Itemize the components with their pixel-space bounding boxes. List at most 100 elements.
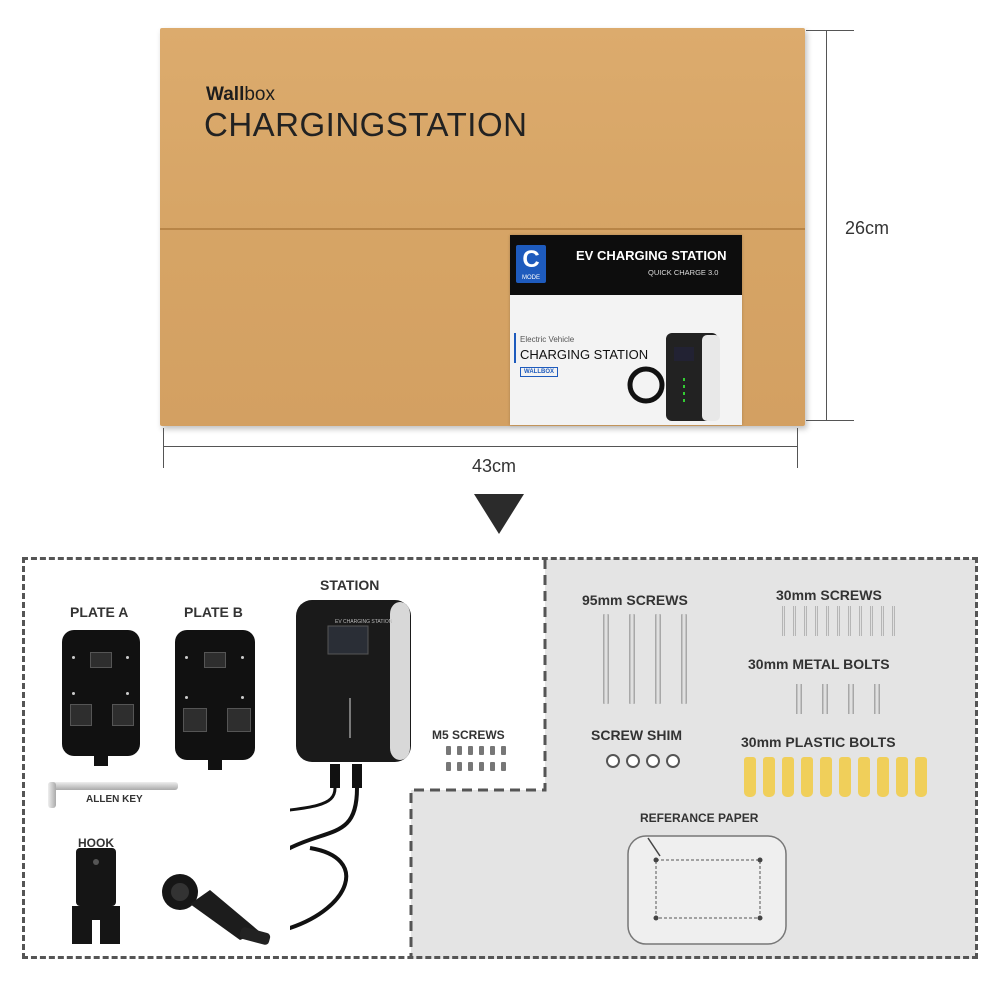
plastic-bolt bbox=[858, 757, 870, 797]
metal-bolt bbox=[874, 684, 880, 714]
shim-washer bbox=[606, 754, 620, 768]
plate-screw-dot bbox=[72, 656, 75, 659]
screw-95mm bbox=[629, 614, 635, 704]
m5-screw bbox=[457, 762, 462, 771]
m5-screw bbox=[457, 746, 462, 755]
plate-screw-dot bbox=[185, 656, 188, 659]
height-dim-tick-top bbox=[806, 30, 854, 31]
height-label: 26cm bbox=[845, 218, 890, 238]
width-label: 43cm bbox=[472, 456, 517, 476]
plate-screw-dot bbox=[72, 692, 75, 695]
m5-screw bbox=[468, 746, 473, 755]
plastic-bolt bbox=[744, 757, 756, 797]
metal-bolt bbox=[822, 684, 828, 714]
plastic-bolt bbox=[877, 757, 889, 797]
screw-30mm bbox=[815, 606, 818, 636]
height-dim-tick-bottom bbox=[806, 420, 854, 421]
station-screen-caption: EV CHARGING STATION bbox=[335, 619, 393, 625]
label-subtitle: QUICK CHARGE 3.0 bbox=[648, 268, 719, 277]
plate-screw-dot bbox=[126, 656, 129, 659]
plate-hole bbox=[90, 652, 112, 668]
plastic-bolts-group bbox=[744, 757, 940, 799]
m5-screw bbox=[468, 762, 473, 771]
charging-plug-image bbox=[162, 874, 271, 945]
screws-30-label: 30mm SCREWS bbox=[776, 587, 882, 603]
plate-a-tab bbox=[94, 740, 108, 766]
station-label: STATION bbox=[320, 577, 380, 593]
m5-screw bbox=[490, 762, 495, 771]
plate-screw-dot bbox=[185, 696, 188, 699]
screw-30mm bbox=[859, 606, 862, 636]
width-dim-line bbox=[163, 446, 797, 447]
height-dim-line bbox=[826, 30, 827, 420]
hook-image bbox=[72, 848, 120, 944]
plate-b-label: PLATE B bbox=[184, 604, 243, 620]
screw-30mm bbox=[826, 606, 829, 636]
screw-30mm bbox=[782, 606, 785, 636]
plate-screw-dot bbox=[126, 692, 129, 695]
m5-screws-group bbox=[444, 746, 514, 780]
plate-hole bbox=[112, 704, 134, 726]
screw-95mm bbox=[655, 614, 661, 704]
m5-screws-label: M5 SCREWS bbox=[432, 728, 505, 742]
m5-screw bbox=[501, 746, 506, 755]
screw-95mm bbox=[681, 614, 687, 704]
reference-paper-label: REFERANCE PAPER bbox=[640, 811, 759, 825]
screws-30-group bbox=[782, 606, 902, 638]
screw-30mm bbox=[837, 606, 840, 636]
plate-screw-dot bbox=[241, 656, 244, 659]
label-product-name: CHARGING STATION bbox=[520, 347, 649, 362]
shim-washer bbox=[646, 754, 660, 768]
screw-30mm bbox=[848, 606, 851, 636]
m5-screw bbox=[446, 762, 451, 771]
label-charger-image bbox=[627, 333, 720, 421]
m5-screw bbox=[501, 762, 506, 771]
plate-b bbox=[175, 630, 255, 760]
charging-station-image bbox=[290, 600, 411, 931]
m5-screw bbox=[479, 762, 484, 771]
plate-a bbox=[62, 630, 140, 756]
metal-bolt bbox=[848, 684, 854, 714]
label-accent-bar bbox=[514, 333, 516, 363]
width-dim-tick-right bbox=[797, 428, 798, 468]
hook-label: HOOK bbox=[78, 836, 114, 850]
allen-key-short bbox=[48, 782, 56, 808]
screw-30mm bbox=[881, 606, 884, 636]
allen-key-long bbox=[48, 782, 178, 790]
box-flap-seam bbox=[160, 228, 805, 230]
screw-30mm bbox=[870, 606, 873, 636]
plate-hole bbox=[227, 708, 251, 732]
plate-b-tab bbox=[208, 744, 222, 770]
shim-washer bbox=[666, 754, 680, 768]
screw-30mm bbox=[892, 606, 895, 636]
screw-30mm bbox=[793, 606, 796, 636]
metal-bolts-label: 30mm METAL BOLTS bbox=[748, 656, 890, 672]
m5-screw bbox=[446, 746, 451, 755]
reference-paper-image bbox=[627, 835, 787, 945]
plastic-bolt bbox=[896, 757, 908, 797]
screw-shim-label: SCREW SHIM bbox=[591, 727, 682, 743]
plastic-bolt bbox=[782, 757, 794, 797]
box-brand: Wallbox bbox=[206, 84, 275, 105]
allen-key-label: ALLEN KEY bbox=[86, 794, 143, 805]
box-title: CHARGINGSTATION bbox=[204, 106, 528, 143]
metal-bolt bbox=[796, 684, 802, 714]
label-title: EV CHARGING STATION bbox=[576, 248, 727, 263]
label-small-line: Electric Vehicle bbox=[520, 335, 575, 344]
plate-hole bbox=[70, 704, 92, 726]
down-arrow-icon bbox=[474, 494, 524, 534]
m5-screw bbox=[490, 746, 495, 755]
plate-hole bbox=[204, 652, 226, 668]
package-contents-outline bbox=[22, 557, 978, 959]
plate-a-label: PLATE A bbox=[70, 604, 129, 620]
label-brand-tag: WALLBOX bbox=[520, 367, 558, 377]
screw-95mm bbox=[603, 614, 609, 704]
plate-hole bbox=[183, 708, 207, 732]
plastic-bolt bbox=[763, 757, 775, 797]
shim-washer bbox=[626, 754, 640, 768]
plastic-bolt bbox=[820, 757, 832, 797]
